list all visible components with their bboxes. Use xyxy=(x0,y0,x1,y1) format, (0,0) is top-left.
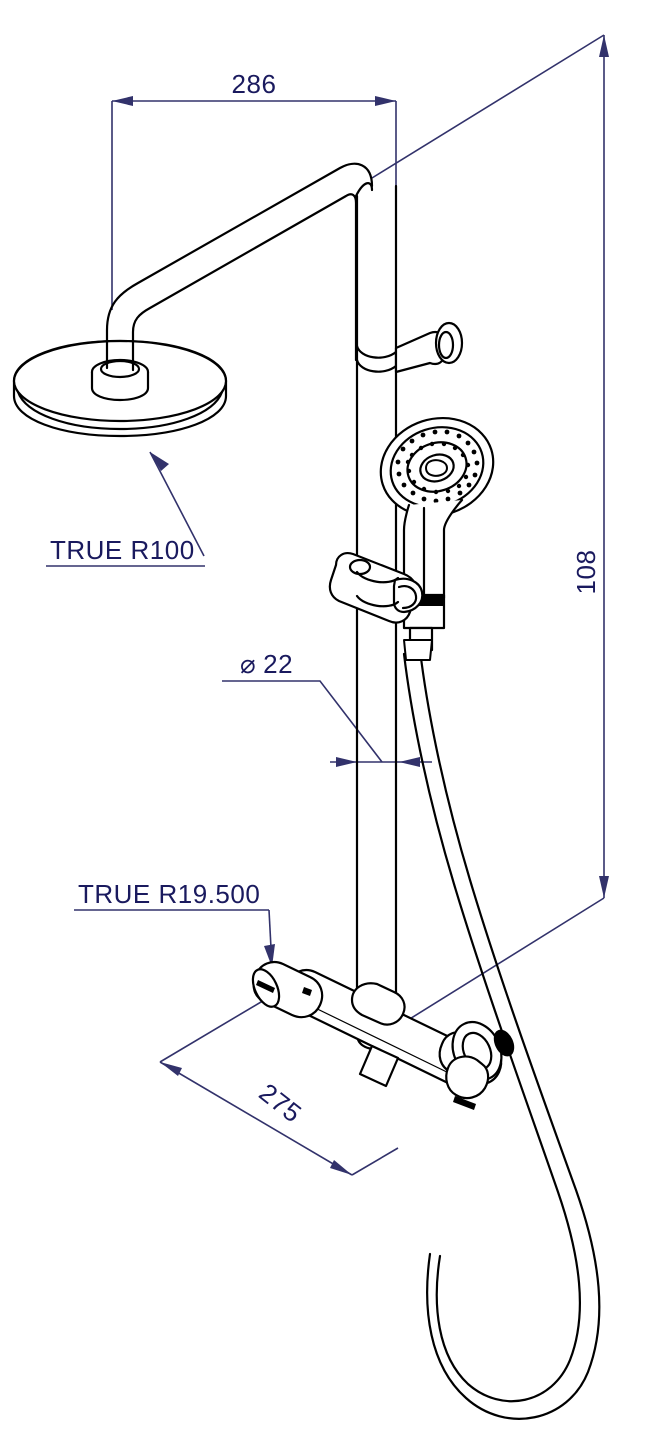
holder-ring-on-rail-2 xyxy=(355,594,400,608)
handle-left-slot xyxy=(256,980,275,993)
shower-head-collar-body xyxy=(90,370,150,402)
dimension-text-layer: 286 108 275 ⌀22 TRUE R100 TRUE R19.500 xyxy=(50,69,601,1129)
dim-label-108: 108 xyxy=(571,550,601,595)
riser-rail-upper-collar xyxy=(355,358,398,373)
handle-left-indicator xyxy=(302,987,312,996)
dim-label-275: 275 xyxy=(254,1077,308,1128)
leader-true-r19500 xyxy=(74,909,275,968)
arrow-275-lower xyxy=(330,1160,352,1175)
product-geometry-layer xyxy=(12,162,601,1420)
arrow-d22-left xyxy=(336,757,357,767)
valve-handle-left xyxy=(251,960,324,1019)
hose-connector-nut xyxy=(403,639,433,661)
arrow-d22-right xyxy=(399,757,420,767)
ext-line-108-bottom xyxy=(391,897,605,1031)
rain-shower-head xyxy=(12,339,228,438)
leader-line-r100 xyxy=(149,451,205,557)
arrow-108-top xyxy=(599,35,609,57)
thermostatic-valve xyxy=(251,960,515,1110)
shower-head-collar-inner xyxy=(99,359,141,379)
valve-bar-seam xyxy=(302,1001,456,1077)
dim-line-275 xyxy=(159,1061,353,1176)
hose-outer-edge xyxy=(418,648,601,1420)
holder-top-knob xyxy=(348,558,372,576)
arrow-286-left xyxy=(112,96,133,106)
handset-center-mark xyxy=(425,459,448,477)
handle-right-slot xyxy=(453,1096,476,1110)
wall-bracket xyxy=(394,321,464,374)
arrow-275-upper xyxy=(160,1062,182,1076)
dim-label-true-r100: TRUE R100 xyxy=(50,535,195,565)
ext-line-275-upper xyxy=(159,998,267,1063)
hose-inner-edge xyxy=(402,652,581,1403)
arrow-r100 xyxy=(150,452,169,471)
wall-bracket-flange-inner xyxy=(437,330,455,360)
ext-line-275-lower xyxy=(351,1147,399,1176)
handset xyxy=(379,416,495,652)
dimension-diameter-22 xyxy=(222,680,432,767)
leader-d22 xyxy=(222,680,383,763)
handset-face-spray-ring xyxy=(406,441,468,493)
shower-arm-inner-edge xyxy=(131,193,358,372)
arrow-286-right xyxy=(375,96,396,106)
handle-right-skirt xyxy=(445,1055,490,1100)
handset-face-center-hub xyxy=(419,453,455,483)
dimension-275 xyxy=(159,998,399,1176)
leader-true-r100 xyxy=(46,451,205,567)
ext-line-108-top xyxy=(371,34,605,179)
shower-arm-elbow-cap xyxy=(354,182,374,198)
dimension-286 xyxy=(111,96,397,360)
dimension-layer xyxy=(46,34,609,1176)
dim-label-true-r19500: TRUE R19.500 xyxy=(78,879,260,909)
diameter-symbol: ⌀ xyxy=(240,649,256,679)
holder-cradle-inner xyxy=(397,585,418,610)
flexible-hose xyxy=(402,639,601,1420)
dim-label-286: 286 xyxy=(232,69,277,99)
handset-holder xyxy=(328,552,424,624)
valve-riser-tee xyxy=(350,982,406,1026)
dim-label-22-value: 22 xyxy=(263,649,293,679)
shower-arm xyxy=(105,162,374,372)
valve-handle-right xyxy=(438,1021,515,1110)
holder-ring-on-rail xyxy=(355,570,400,584)
shower-head-rim-highlight xyxy=(16,390,224,431)
shower-arm-outer-edge xyxy=(105,162,374,370)
riser-rail-upper-collar-2 xyxy=(355,344,398,359)
valve-outlet-down xyxy=(358,1044,400,1088)
arrow-108-bottom xyxy=(599,876,609,898)
dimension-108 xyxy=(371,34,609,1031)
dim-label-diameter-22: ⌀22 xyxy=(240,649,293,679)
handset-spray-nozzles xyxy=(395,429,480,504)
